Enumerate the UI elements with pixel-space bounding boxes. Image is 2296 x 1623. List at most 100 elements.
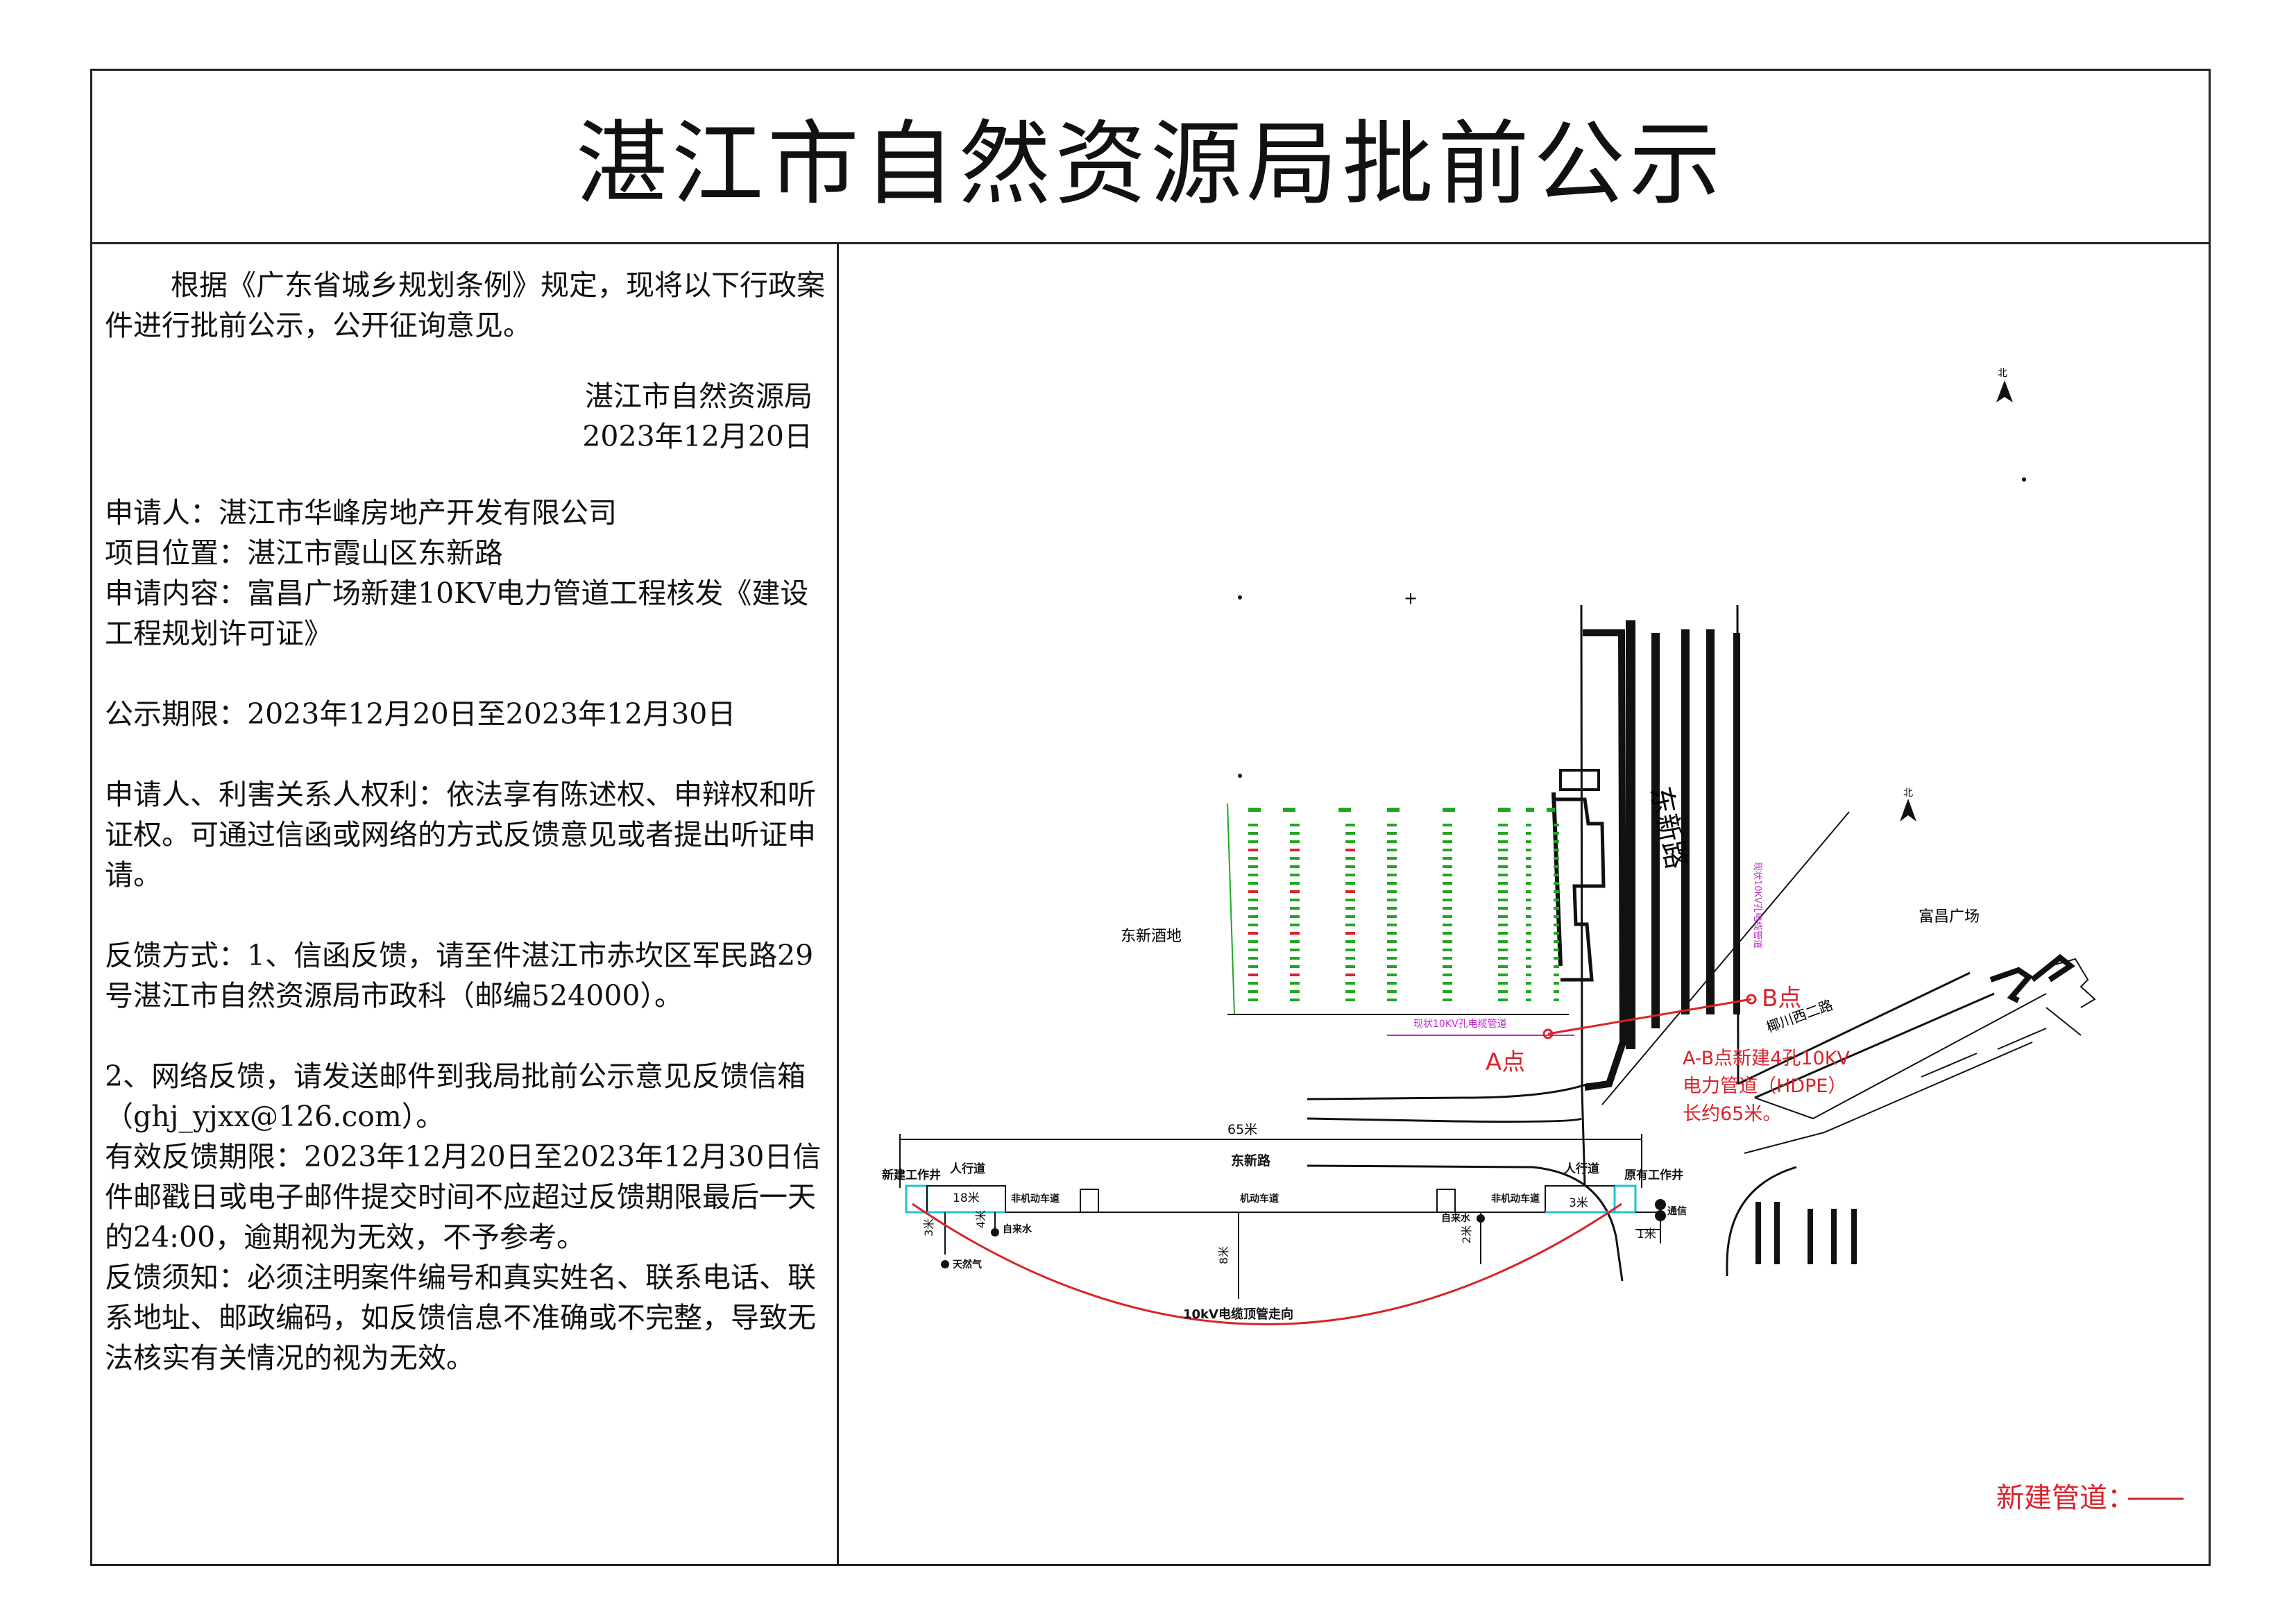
table-cell	[1554, 832, 1559, 835]
table-cell	[1345, 882, 1355, 885]
table-cell	[1248, 824, 1258, 826]
table-cell	[1526, 974, 1531, 976]
table-cell	[1443, 999, 1452, 1001]
table-cell	[1443, 899, 1452, 901]
table-cell	[1498, 907, 1508, 910]
issuer: 湛江市自然资源局	[585, 380, 813, 413]
table-cell	[1345, 874, 1355, 876]
svg-text:机动车道: 机动车道	[1240, 1193, 1279, 1205]
table-cell	[1554, 874, 1559, 876]
table-cell	[1498, 940, 1508, 943]
table-cell	[1554, 899, 1559, 901]
table-cell	[1290, 940, 1300, 943]
survey-cross: +	[1404, 588, 1418, 608]
table-cell	[1248, 965, 1258, 968]
table-cell	[1248, 932, 1258, 935]
table-cell	[1498, 890, 1508, 893]
table-cell	[1387, 890, 1397, 893]
application-content: 申请内容：富昌广场新建10KV电力管道工程核发《建设工程规划许可证》	[105, 577, 809, 650]
table-cell	[1498, 932, 1508, 935]
table-cell	[1526, 882, 1531, 885]
notice-frame: 湛江市自然资源局批前公示 根据《广东省城乡规划条例》规定，现将以下行政案件进行批…	[90, 69, 2211, 1566]
table-cell	[1248, 949, 1258, 951]
table-cell	[1443, 874, 1452, 876]
table-cell	[1443, 932, 1452, 935]
table-cell	[1345, 965, 1355, 968]
table-cell	[1554, 990, 1559, 993]
svg-text:3米: 3米	[922, 1218, 935, 1237]
table-cell	[1526, 899, 1531, 901]
site-east-label: 富昌广场	[1919, 908, 1980, 926]
table-cell	[1248, 857, 1258, 860]
table-cell	[1248, 957, 1258, 960]
publicity-period: 公示期限：2023年12月20日至2023年12月30日	[105, 697, 736, 731]
table-cell	[1290, 857, 1300, 860]
table-cell	[1248, 915, 1258, 918]
table-cell	[1443, 832, 1452, 835]
table-cell	[1345, 974, 1355, 976]
table-cell	[1443, 965, 1452, 968]
point-b-label: B点	[1762, 985, 1801, 1012]
svg-text:3米: 3米	[1569, 1196, 1588, 1210]
table-cell	[1498, 824, 1508, 826]
site-west-label: 东新酒地	[1121, 928, 1182, 945]
table-cell	[1248, 890, 1258, 893]
table-cell	[1290, 907, 1300, 910]
road-network	[1307, 604, 2096, 1282]
table-cell	[1345, 890, 1355, 893]
svg-text:天然气: 天然气	[953, 1259, 982, 1271]
table-cell	[1526, 949, 1531, 951]
table-cell	[1443, 857, 1452, 860]
table-cell	[1526, 849, 1531, 851]
table-cell	[1443, 882, 1452, 885]
table-cell	[1290, 915, 1300, 918]
table-cell	[1345, 949, 1355, 951]
svg-text:65米: 65米	[1227, 1122, 1257, 1137]
svg-text:8米: 8米	[1217, 1246, 1230, 1264]
legend-label: 新建管道：	[1996, 1482, 2135, 1514]
table-cell	[1290, 840, 1300, 843]
table-cell	[1345, 849, 1355, 851]
svg-text:东新路: 东新路	[1231, 1153, 1271, 1169]
table-cell	[1443, 990, 1452, 993]
table-cell	[1345, 832, 1355, 835]
table-cell	[1387, 974, 1397, 976]
point-a-label: A点	[1486, 1048, 1525, 1076]
table-cell	[1387, 965, 1397, 968]
table-cell	[1345, 924, 1355, 926]
table-cell	[1290, 999, 1300, 1001]
table-cell	[1554, 882, 1559, 885]
table-cell	[1554, 999, 1559, 1001]
table-cell	[1387, 982, 1397, 985]
svg-text:非机动车道: 非机动车道	[1011, 1193, 1060, 1205]
rights-text: 申请人、利害关系人权利：依法享有陈述权、申辩权和听证权。可通过信函或网络的方式反…	[105, 778, 816, 892]
table-cell	[1443, 957, 1452, 960]
table-cell	[1345, 857, 1355, 860]
table-cell	[1290, 890, 1300, 893]
table-cell	[1554, 974, 1559, 976]
svg-text:1米: 1米	[1637, 1227, 1656, 1241]
table-cell	[1248, 882, 1258, 885]
table-cell	[1554, 824, 1559, 826]
site-data-table	[1227, 803, 1569, 1015]
feedback-mail: 反馈方式：1、信函反馈，请至件湛江市赤坎区军民路29号湛江市自然资源局市政科（邮…	[105, 939, 814, 1012]
table-cell	[1498, 965, 1508, 968]
table-cell	[1345, 840, 1355, 843]
table-cell	[1554, 924, 1559, 926]
table-cell	[1345, 865, 1355, 868]
table-cell	[1526, 832, 1531, 835]
table-cell	[1345, 824, 1355, 826]
table-cell	[1443, 824, 1452, 826]
table-cell	[1387, 882, 1397, 885]
table-cell	[1526, 990, 1531, 993]
table-cell	[1387, 874, 1397, 876]
table-cell	[1554, 849, 1559, 851]
table-cell	[1443, 940, 1452, 943]
point-b-marker	[1746, 994, 1757, 1005]
table-cell	[1345, 915, 1355, 918]
issue-date: 2023年12月20日	[582, 420, 813, 453]
table-cell	[1443, 840, 1452, 843]
table-cell	[1248, 999, 1258, 1001]
table-cell	[1526, 940, 1531, 943]
table-cell	[1387, 924, 1397, 926]
